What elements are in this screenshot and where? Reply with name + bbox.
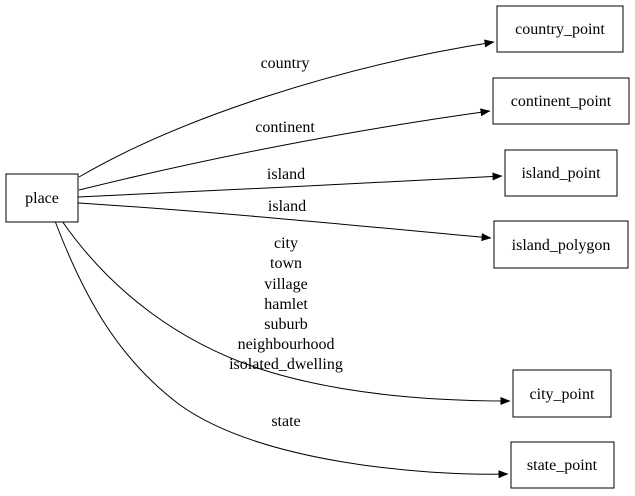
node-country-point: country_point: [496, 5, 624, 53]
edge-place-island-polygon: [77, 202, 492, 242]
edge-label-state: state: [271, 413, 300, 430]
edge-label-city-line-3: village: [264, 276, 308, 293]
edge-label-city-line-7: isolated_dwelling: [229, 356, 343, 373]
edge-label-continent: continent: [255, 119, 315, 136]
edge-place-city-point: [61, 220, 511, 405]
edge-label-country: country: [261, 55, 310, 72]
node-continent-point-label: continent_point: [511, 93, 612, 110]
node-island-polygon: island_polygon: [493, 220, 629, 269]
node-continent-point: continent_point: [492, 77, 630, 125]
edge-label-city-line-1: city: [274, 235, 298, 252]
edge-label-island-polygon: island: [268, 198, 306, 215]
node-country-point-box: [496, 5, 624, 53]
edge-label-city-line-4: hamlet: [264, 296, 308, 313]
node-city-point: city_point: [512, 369, 612, 418]
node-city-point-box: [512, 369, 612, 418]
edge-label-city-line-6: neighbourhood: [238, 336, 335, 353]
node-city-point-label: city_point: [530, 386, 595, 403]
node-state-point: state_point: [510, 441, 615, 489]
node-place-box: [5, 173, 79, 223]
node-continent-point-box: [492, 77, 630, 125]
edge-label-city-line-2: town: [270, 255, 302, 272]
edge-label-city-line-5: suburb: [264, 316, 308, 333]
edge-label-island-point: island: [267, 166, 305, 183]
edge-place-country-point: [78, 39, 495, 178]
edge-place-state-point: [54, 220, 509, 479]
edge-label-city-multiline: city town village hamlet suburb neighbou…: [229, 235, 343, 373]
edge-place-island-point: [77, 172, 503, 198]
node-state-point-box: [510, 441, 615, 489]
node-country-point-label: country_point: [515, 21, 605, 38]
node-place-label: place: [25, 190, 59, 207]
node-place: place: [5, 173, 79, 223]
node-island-point: island_point: [504, 149, 618, 197]
node-island-polygon-box: [493, 220, 629, 269]
edge-place-continent-point: [78, 108, 491, 191]
node-state-point-label: state_point: [527, 457, 598, 474]
node-island-point-label: island_point: [521, 165, 601, 182]
node-island-point-box: [504, 149, 618, 197]
node-island-polygon-label: island_polygon: [512, 237, 611, 254]
